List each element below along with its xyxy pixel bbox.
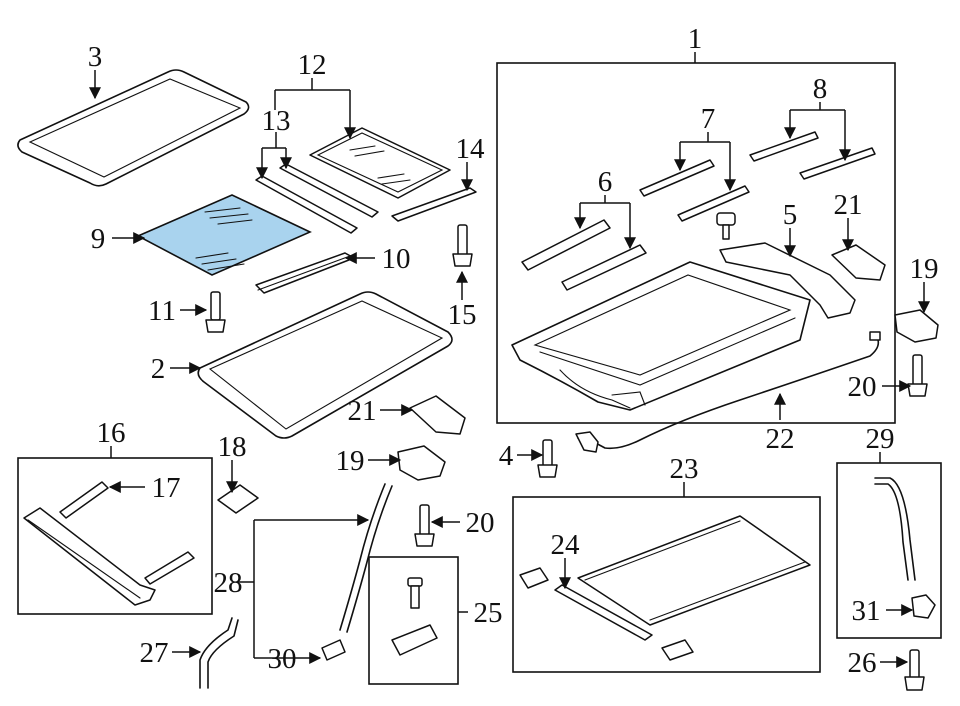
part-28-drain-hose [321,483,393,661]
callout-10: 10 [382,243,411,275]
callout-21-upper: 21 [834,189,863,221]
part-3-glass-seal [17,69,250,187]
leader-lines [89,52,930,668]
callout-15: 15 [448,299,477,331]
part-16-deflector [23,481,195,606]
box-drain-hose-group [836,462,942,639]
callout-25: 25 [474,597,503,629]
callout-2: 2 [151,353,166,385]
callout-6: 6 [598,166,613,198]
callout-18: 18 [218,431,247,463]
callout-26: 26 [848,647,877,679]
part-19-motor-left [397,445,446,481]
callout-labels: 1 2 3 4 5 6 7 8 9 10 11 12 13 14 15 16 1… [88,23,939,679]
callout-30: 30 [268,643,297,675]
callout-19-left: 19 [336,445,365,477]
part-23-sunshade [577,515,811,626]
callout-21-lower: 21 [348,395,377,427]
callout-11: 11 [148,295,176,327]
part-20-bolt-right [907,354,928,397]
part-8-rails [749,131,876,180]
box-sunroof-frame-assembly [496,62,896,424]
part-26-bolt [904,649,925,691]
callout-28: 28 [214,567,243,599]
part-1-frame [511,261,811,411]
callout-31: 31 [852,595,881,627]
part-31-connector [911,594,936,619]
part-4-bolt [537,439,558,478]
part-15-bolt [452,224,473,267]
part-18-pad [217,484,259,514]
callout-27: 27 [140,637,169,669]
callout-7: 7 [701,103,716,135]
part-21-bracket-upper [831,244,886,281]
part-19-motor-right [894,309,939,343]
callout-9: 9 [91,223,106,255]
callout-17: 17 [152,472,181,504]
callout-19-right: 19 [910,253,939,285]
callout-4: 4 [499,440,514,472]
part-11-bolt [205,291,226,333]
callout-24: 24 [551,529,581,561]
part-25-clip-kit [391,577,438,656]
box-clip-kit-group [368,556,459,685]
part-22-cable [575,331,881,453]
callout-23: 23 [670,453,699,485]
part-20-bolt-lower [414,504,435,547]
part-9-highlighted-glass [136,194,312,276]
part-21-bracket-lower [409,395,466,435]
callout-13: 13 [262,105,291,137]
callout-20-lower: 20 [466,507,495,539]
part-5-rear-frame [716,212,856,319]
part-7-rails [639,159,750,222]
box-sunshade-group [512,496,821,673]
part-27-hose [199,617,239,689]
callout-22: 22 [766,423,795,455]
part-2-lower-seal [197,291,453,439]
callout-8: 8 [813,73,828,105]
callout-3: 3 [88,41,103,73]
part-14-guide-strip [391,187,477,222]
callout-16: 16 [97,417,126,449]
part-10-deflector-strip [255,252,355,294]
callout-20-right: 20 [848,371,877,403]
part-29-drain-hose [874,477,916,581]
box-deflector-group [17,457,213,615]
callout-14: 14 [456,133,486,165]
callout-29: 29 [866,423,895,455]
callout-1: 1 [688,23,703,55]
callout-12: 12 [298,49,327,81]
part-6-rails [521,219,647,291]
callout-5: 5 [783,199,798,231]
part-13-weatherstrips [255,163,379,234]
